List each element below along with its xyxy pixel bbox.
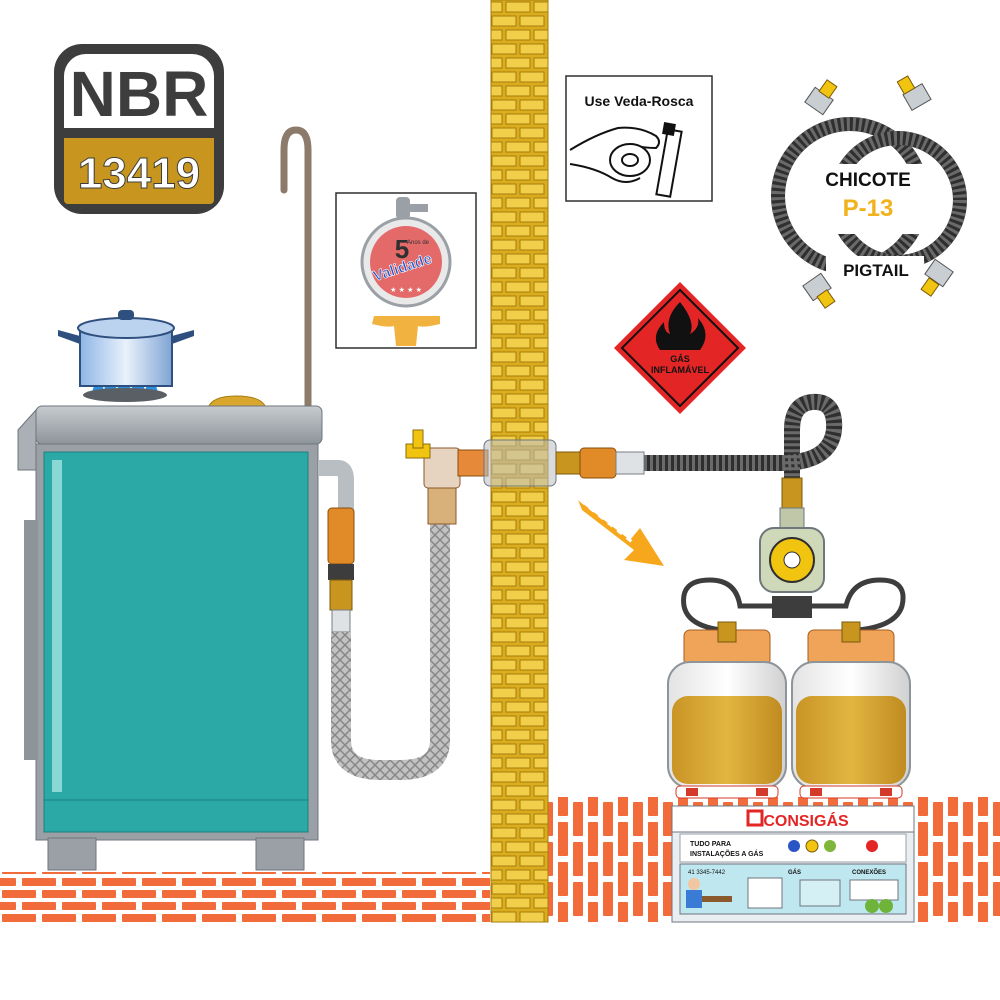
manifold-hose-left bbox=[681, 577, 772, 633]
store-attendant bbox=[688, 878, 700, 890]
thread-tape-title: Use Veda-Rosca bbox=[585, 93, 694, 109]
pigtail-model: P-13 bbox=[843, 195, 894, 222]
flexible-braided-hose bbox=[331, 520, 450, 780]
validity-stars: ★ ★ ★ ★ bbox=[390, 286, 422, 294]
thread-tape-sign: Use Veda-Rosca bbox=[565, 75, 713, 202]
gas-cylinder-left bbox=[667, 621, 787, 799]
consigas-store: CONSIGÁS TUDO PARA INSTALAÇÕES A GÁS 41 … bbox=[671, 805, 915, 923]
store-tagline2: INSTALAÇÕES A GÁS bbox=[690, 849, 764, 858]
hazard-line2: INFLAMÁVEL bbox=[651, 365, 709, 375]
store-tagline: TUDO PARA bbox=[690, 841, 731, 848]
gas-cylinder-right bbox=[791, 621, 911, 799]
pigtail-subtitle: PIGTAIL bbox=[843, 261, 909, 280]
hand-with-tape-icon bbox=[569, 122, 683, 198]
validity-sign: 5 Anos de Validade ★ ★ ★ ★ bbox=[335, 192, 477, 349]
hazard-line1: GÁS bbox=[670, 354, 690, 364]
burner-cap bbox=[207, 395, 267, 409]
store-phone: 41 3345-7442 bbox=[688, 870, 726, 876]
badge-top-text: NBR bbox=[70, 58, 209, 130]
shutoff-valve bbox=[405, 429, 489, 525]
wall-pipe-sleeve bbox=[483, 439, 557, 487]
outside-fittings bbox=[555, 447, 645, 479]
badge-bottom-text: 13419 bbox=[78, 149, 200, 198]
flammable-gas-sign: GÁS INFLAMÁVEL bbox=[614, 282, 746, 414]
manifold-hose-right bbox=[812, 577, 906, 633]
validity-years: Anos de bbox=[407, 240, 430, 246]
arrow-icon bbox=[578, 498, 664, 566]
stove-gas-connection bbox=[318, 460, 355, 633]
pigtail-hose-to-regulator bbox=[644, 393, 843, 490]
store-logo-icon bbox=[746, 809, 764, 827]
validity-number: 5 bbox=[395, 234, 409, 264]
store-section-connections: CONEXÕES bbox=[852, 869, 886, 876]
nbr-badge: NBR 13419 bbox=[54, 44, 224, 214]
pigtail-sign: CHICOTE P-13 PIGTAIL bbox=[771, 75, 967, 309]
cooking-pot bbox=[58, 310, 194, 402]
flame-icon bbox=[655, 302, 706, 350]
pigtail-title: CHICOTE bbox=[825, 170, 911, 191]
floor-left bbox=[0, 872, 490, 922]
stove bbox=[17, 405, 323, 871]
store-brand: CONSIGÁS bbox=[763, 811, 849, 830]
gas-regulator bbox=[759, 477, 825, 618]
store-section-gas: GÁS bbox=[788, 869, 801, 876]
stove-flue-rod bbox=[280, 126, 312, 414]
